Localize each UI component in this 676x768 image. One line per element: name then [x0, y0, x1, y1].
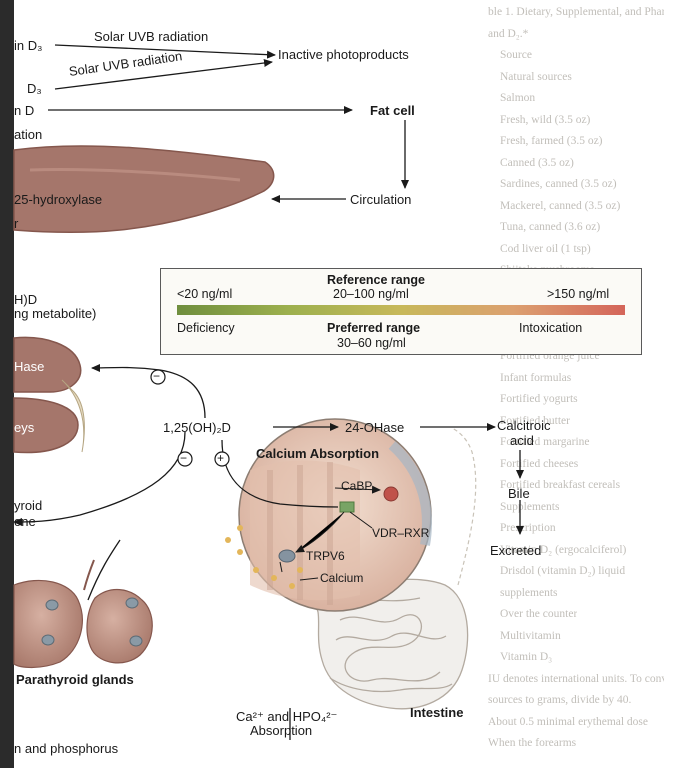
label-24-ohase: 24-OHase [345, 420, 404, 435]
label-trpv6: TRPV6 [306, 549, 345, 564]
label-intestine: Intestine [410, 705, 463, 720]
minus-sign-bottom: − [180, 451, 187, 466]
label-25-hydroxylase: 25-hydroxylase [14, 192, 102, 207]
legend-deficiency: Deficiency [177, 321, 235, 336]
intestine-callout-line [452, 428, 476, 585]
reference-range-legend: Reference range <20 ng/ml 20–100 ng/ml >… [160, 268, 642, 355]
legend-gradient-bar [177, 305, 625, 315]
liver-shape [14, 146, 274, 232]
label-one: one [14, 514, 36, 529]
label-d3-second: D₃ [27, 81, 42, 96]
legend-right-value: >150 ng/ml [547, 287, 609, 302]
parathyroid-glands-shape [14, 560, 152, 668]
label-bile: Bile [508, 486, 530, 501]
label-vitamin-d: n D [14, 103, 34, 118]
label-kidneys: eys [14, 420, 34, 435]
label-excreted: Excreted [490, 543, 541, 558]
legend-preferred-value: 30–60 ng/ml [337, 336, 406, 351]
label-inactive-photoproducts: Inactive photoproducts [278, 47, 409, 62]
label-phosphorus: n and phosphorus [14, 741, 118, 756]
plus-sign: + [217, 451, 224, 466]
label-calcium-absorption: Calcium Absorption [256, 446, 379, 461]
minus-sign-top: − [153, 369, 160, 384]
label-ation: ation [14, 127, 42, 142]
label-yroid: yroid [14, 498, 42, 513]
left-edge-strip [0, 0, 14, 768]
label-cabp: CaBP [341, 479, 372, 494]
label-solar-uvb-top: Solar UVB radiation [94, 29, 208, 44]
legend-preferred-title: Preferred range [327, 321, 420, 336]
label-parathyroid-glands: Parathyroid glands [16, 672, 134, 687]
legend-left-value: <20 ng/ml [177, 287, 232, 302]
label-r-partial: r [14, 216, 18, 231]
label-25ohd: H)D [14, 292, 37, 307]
label-1ahase: Hase [14, 359, 44, 374]
legend-title: Reference range [327, 273, 425, 288]
label-vitamin-d3: in D₃ [14, 38, 42, 53]
label-calcitroic: Calcitroic [497, 418, 550, 433]
label-vdr-rxr: VDR–RXR [372, 526, 429, 541]
legend-intoxication: Intoxication [519, 321, 582, 336]
label-acid: acid [510, 433, 534, 448]
label-calcitriol: 1,25(OH)₂D [163, 420, 231, 435]
label-ca-hpo4: Ca²⁺ and HPO₄²⁻ [236, 709, 337, 724]
label-metabolite: ng metabolite) [14, 306, 96, 321]
label-fat-cell: Fat cell [370, 103, 415, 118]
arrow-calcitriol-to-1ahase [92, 368, 205, 419]
label-absorption: Absorption [250, 723, 312, 738]
legend-mid-value: 20–100 ng/ml [333, 287, 409, 302]
label-calcium: Calcium [320, 571, 363, 586]
label-circulation: Circulation [350, 192, 411, 207]
